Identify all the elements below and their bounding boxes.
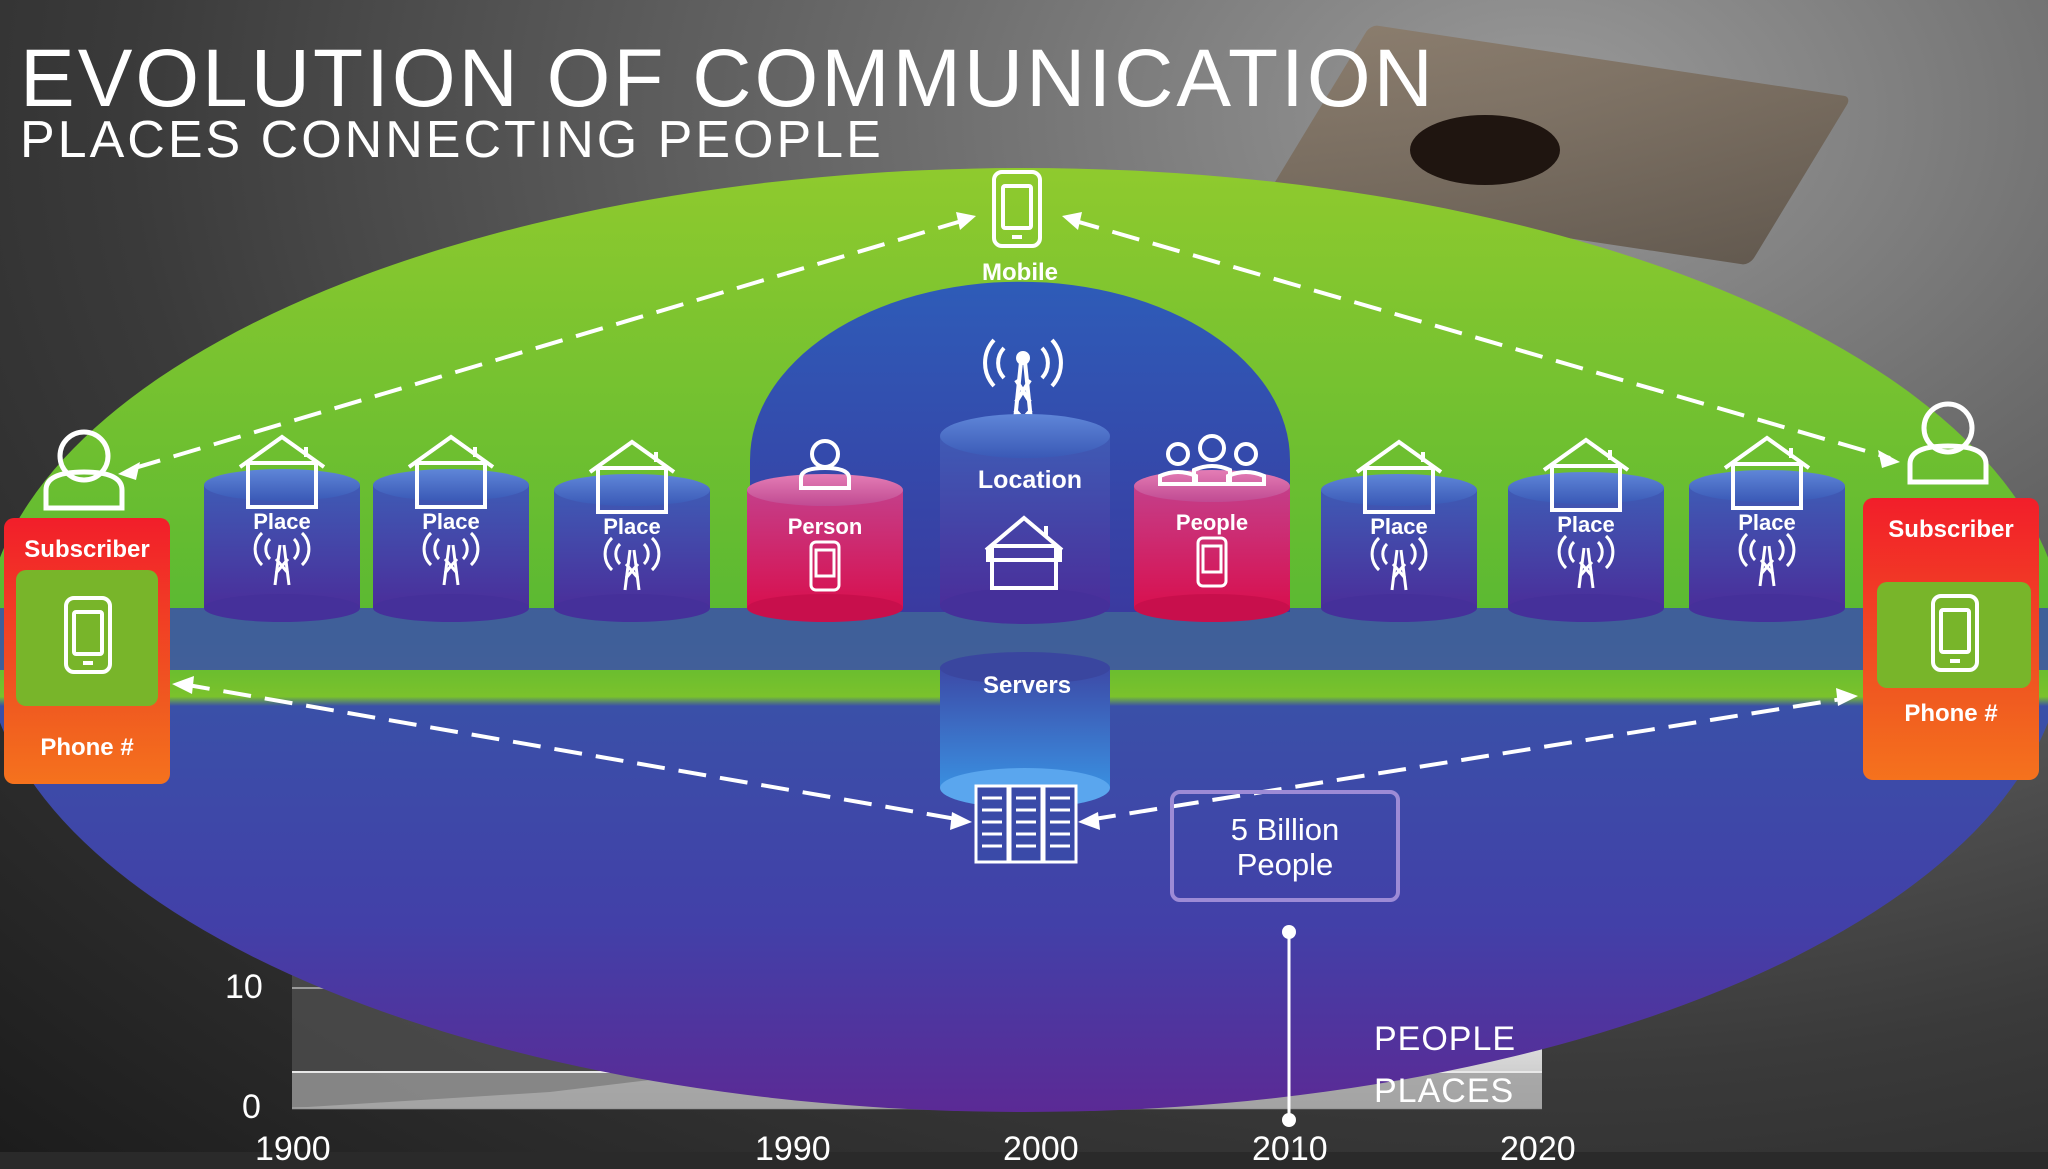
x-tick-2020: 2020 — [1500, 1130, 1576, 1168]
house-icon — [588, 439, 676, 514]
people-band-label: PEOPLE — [1374, 1020, 1517, 1058]
cylinder-place — [204, 434, 360, 622]
background-hole — [1410, 115, 1560, 185]
cylinder-label-place: Place — [1557, 512, 1615, 537]
connector-mobile-right — [1071, 218, 1891, 460]
cylinder-place — [1508, 437, 1664, 622]
user-icon-right — [1907, 401, 1989, 485]
connector-arrowheads — [118, 212, 1900, 830]
cylinder-people — [1134, 434, 1290, 622]
page-title: EVOLUTION OF COMMUNICATION — [20, 33, 1436, 124]
callout-line1: 5 Billion — [1230, 812, 1340, 847]
group-icon — [1158, 434, 1266, 486]
cylinder-label-place: Place — [253, 509, 311, 534]
subscriber-card-right: Subscriber Phone # — [1863, 498, 2039, 780]
server-rack-icon — [974, 784, 1078, 864]
x-tick-1990: 1990 — [755, 1130, 831, 1168]
cylinder-label-people: People — [1175, 510, 1249, 535]
connector-lines — [127, 218, 1891, 822]
servers-cylinder — [940, 652, 1110, 808]
tower-icon — [422, 531, 480, 586]
x-tick-2010: 2010 — [1252, 1130, 1328, 1168]
phone-number-label: Phone # — [1904, 700, 1998, 727]
mobile-icon — [992, 170, 1042, 248]
house-icon — [407, 434, 495, 509]
cylinder-label-person: Person — [787, 514, 863, 539]
mobile-icon — [1196, 536, 1228, 588]
subscriber-title: Subscriber — [24, 536, 150, 563]
connector-mobile-left — [127, 218, 966, 472]
cylinder-place — [1321, 439, 1477, 622]
user-icon-left — [43, 429, 125, 511]
tower-icon — [1557, 534, 1615, 589]
servers-label: Servers — [982, 672, 1072, 699]
house-icon — [238, 434, 326, 509]
cylinder-place — [554, 439, 710, 622]
location-cylinder — [940, 414, 1110, 624]
page-subtitle: PLACES CONNECTING PEOPLE — [20, 111, 884, 169]
cylinder-label-place: Place — [1370, 514, 1428, 539]
house-icon — [1723, 435, 1811, 510]
house-icon — [1542, 437, 1630, 512]
tower-icon — [253, 531, 311, 586]
mobile-icon — [809, 540, 841, 592]
tower-icon — [1370, 536, 1428, 591]
mobile-label: Mobile — [982, 259, 1058, 286]
house-icon — [1355, 439, 1443, 514]
cylinder-label-place: Place — [422, 509, 480, 534]
cylinder-person — [747, 439, 903, 622]
y-tick-0: 0 — [242, 1088, 261, 1126]
y-tick-10: 10 — [225, 968, 263, 1006]
places-band-label: PLACES — [1374, 1072, 1515, 1110]
user-icon — [799, 439, 851, 490]
mobile-icon — [1931, 594, 1979, 672]
x-tick-2000: 2000 — [1003, 1130, 1079, 1168]
phone-panel — [16, 570, 158, 706]
callout-line2: People — [1236, 847, 1334, 882]
connector-left-servers — [181, 682, 963, 822]
phone-number-label: Phone # — [40, 734, 134, 761]
mobile-icon — [64, 596, 112, 674]
billion-people-callout: 5 Billion People — [1170, 790, 1400, 902]
house-icon — [984, 515, 1064, 590]
cylinder-label-place: Place — [603, 514, 661, 539]
connector-servers-right — [1087, 696, 1849, 822]
x-tick-1900: 1900 — [255, 1130, 331, 1168]
subscriber-card-left: Subscriber Phone # — [4, 518, 170, 784]
tower-icon — [1738, 532, 1796, 587]
cylinder-place — [373, 434, 529, 622]
subscriber-title: Subscriber — [1888, 516, 2014, 543]
location-label: Location — [977, 466, 1083, 494]
phone-panel — [1877, 582, 2031, 688]
cylinder-place — [1689, 435, 1845, 622]
cylinder-label-place: Place — [1738, 510, 1796, 535]
tower-icon — [603, 536, 661, 591]
